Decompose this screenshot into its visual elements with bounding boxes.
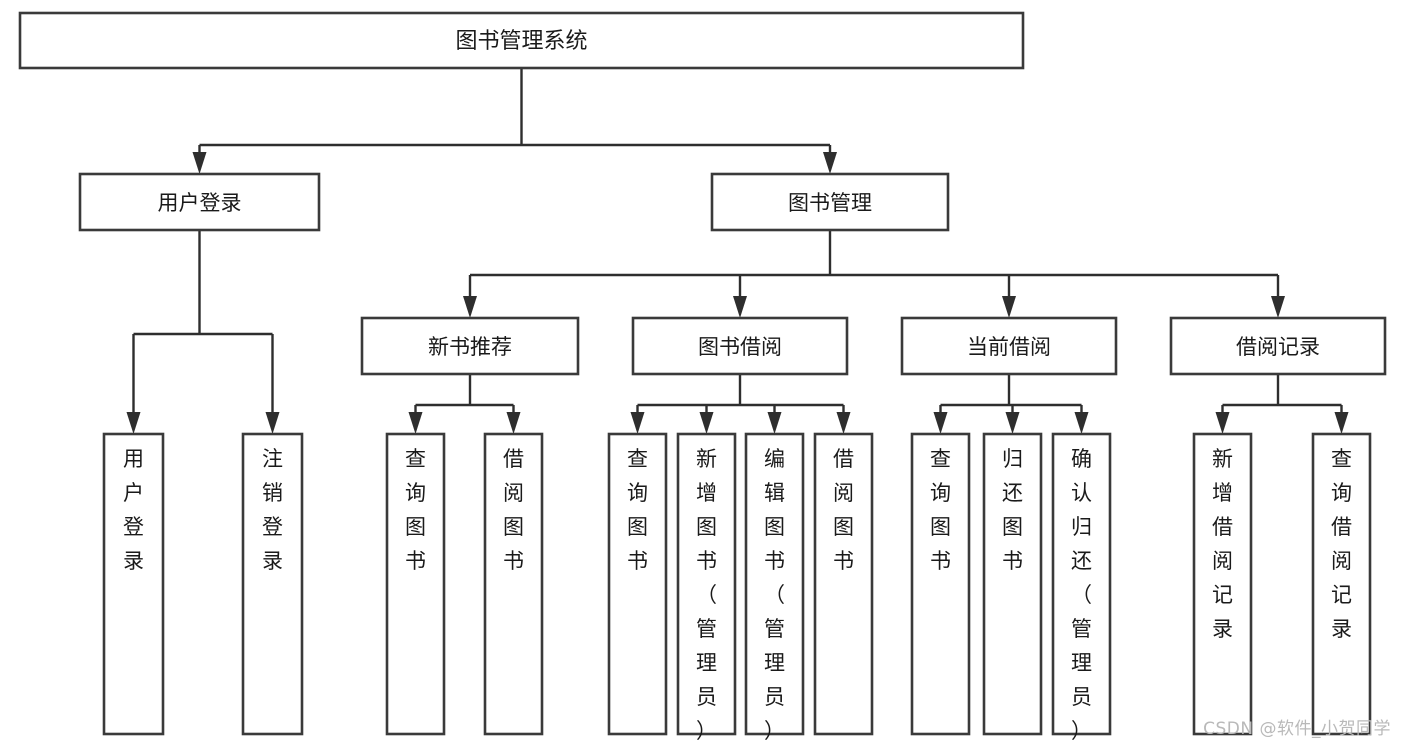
node-box-current-borrow[interactable] xyxy=(900,316,1118,376)
arrow-head-icon xyxy=(265,412,280,434)
arrow-head-icon xyxy=(836,412,851,434)
arrow-head-icon xyxy=(126,412,141,434)
arrow-head-icon xyxy=(823,152,837,174)
node-box-leaf-bb-borrow[interactable] xyxy=(813,432,874,736)
node-label-leaf-br-add: 新增借阅记录 xyxy=(1212,447,1233,641)
node-box-leaf-user-login[interactable] xyxy=(102,432,165,736)
node-box-leaf-bb-edit[interactable] xyxy=(744,432,805,736)
arrow-head-icon xyxy=(408,412,423,434)
arrow-head-icon xyxy=(630,412,645,434)
node-label-leaf-cb-query: 查询图书 xyxy=(930,447,951,573)
node-leaf-bb-borrow[interactable]: 借阅图书 xyxy=(813,432,874,736)
connector-group-root xyxy=(192,68,837,174)
node-box-leaf-cb-confirm[interactable] xyxy=(1051,432,1112,736)
node-leaf-user-logout[interactable]: 注销登录 xyxy=(241,432,304,736)
connector-group-borrow-record xyxy=(1215,374,1349,434)
node-leaf-cb-return[interactable]: 归还图书 xyxy=(982,432,1043,736)
node-box-leaf-rec-query[interactable] xyxy=(385,432,446,736)
node-root[interactable]: 图书管理系统 xyxy=(18,11,1025,70)
node-leaf-rec-query[interactable]: 查询图书 xyxy=(385,432,446,736)
node-box-root[interactable] xyxy=(18,11,1025,70)
watermark-label: CSDN @软件_小贺同学 xyxy=(1203,719,1391,739)
node-box-book-manage[interactable] xyxy=(710,172,950,232)
node-box-book-borrow[interactable] xyxy=(631,316,849,376)
node-label-user-login: 用户登录 xyxy=(158,191,242,215)
arrow-head-icon xyxy=(1334,412,1349,434)
node-leaf-user-login[interactable]: 用户登录 xyxy=(102,432,165,736)
node-leaf-bb-edit[interactable]: 编辑图书（管理员） xyxy=(744,432,805,743)
node-leaf-rec-borrow[interactable]: 借阅图书 xyxy=(483,432,544,736)
connector-group-book-manage xyxy=(463,230,1285,318)
arrow-head-icon xyxy=(463,296,477,318)
arrow-head-icon xyxy=(1074,412,1089,434)
node-label-leaf-bb-borrow: 借阅图书 xyxy=(833,447,854,573)
node-leaf-cb-query[interactable]: 查询图书 xyxy=(910,432,971,736)
node-label-book-manage: 图书管理 xyxy=(788,191,872,215)
node-new-book-rec[interactable]: 新书推荐 xyxy=(360,316,580,376)
node-user-login[interactable]: 用户登录 xyxy=(78,172,321,232)
node-leaf-br-query[interactable]: 查询借阅记录 xyxy=(1311,432,1372,736)
node-leaf-bb-query[interactable]: 查询图书 xyxy=(607,432,668,736)
node-book-manage[interactable]: 图书管理 xyxy=(710,172,950,232)
arrow-head-icon xyxy=(1002,296,1016,318)
node-leaf-cb-confirm[interactable]: 确认归还（管理员） xyxy=(1051,432,1112,743)
arrow-head-icon xyxy=(1271,296,1285,318)
connector-group-new-book-rec xyxy=(408,374,521,434)
connector-layer xyxy=(126,68,1349,434)
node-label-leaf-cb-return: 归还图书 xyxy=(1002,447,1023,573)
node-label-leaf-bb-add: 新增图书（管理员） xyxy=(696,447,717,743)
node-box-borrow-record[interactable] xyxy=(1169,316,1387,376)
node-layer: 图书管理系统用户登录图书管理新书推荐图书借阅当前借阅借阅记录用户登录注销登录查询… xyxy=(18,11,1387,743)
node-box-leaf-cb-query[interactable] xyxy=(910,432,971,736)
node-box-leaf-br-query[interactable] xyxy=(1311,432,1372,736)
node-box-leaf-rec-borrow[interactable] xyxy=(483,432,544,736)
arrow-head-icon xyxy=(192,152,207,174)
node-leaf-br-add[interactable]: 新增借阅记录 xyxy=(1192,432,1253,736)
node-box-leaf-cb-return[interactable] xyxy=(982,432,1043,736)
node-label-leaf-bb-edit: 编辑图书（管理员） xyxy=(764,447,785,743)
node-label-leaf-user-logout: 注销登录 xyxy=(262,447,283,573)
arrow-head-icon xyxy=(506,412,521,434)
node-box-leaf-bb-query[interactable] xyxy=(607,432,668,736)
node-label-leaf-br-query: 查询借阅记录 xyxy=(1331,447,1352,641)
node-book-borrow[interactable]: 图书借阅 xyxy=(631,316,849,376)
node-label-current-borrow: 当前借阅 xyxy=(967,335,1051,359)
connector-group-book-borrow xyxy=(630,374,851,434)
node-current-borrow[interactable]: 当前借阅 xyxy=(900,316,1118,376)
node-box-leaf-bb-add[interactable] xyxy=(676,432,737,736)
arrow-head-icon xyxy=(699,412,714,434)
node-label-borrow-record: 借阅记录 xyxy=(1236,335,1320,359)
node-box-leaf-user-logout[interactable] xyxy=(241,432,304,736)
arrow-head-icon xyxy=(1215,412,1230,434)
connector-group-current-borrow xyxy=(933,374,1089,434)
node-label-book-borrow: 图书借阅 xyxy=(698,335,782,359)
node-label-root: 图书管理系统 xyxy=(455,29,587,54)
node-label-leaf-cb-confirm: 确认归还（管理员） xyxy=(1071,447,1092,743)
node-box-new-book-rec[interactable] xyxy=(360,316,580,376)
node-label-leaf-user-login: 用户登录 xyxy=(123,447,144,573)
arrow-head-icon xyxy=(733,296,747,318)
arrow-head-icon xyxy=(933,412,948,434)
arrow-head-icon xyxy=(1005,412,1020,434)
node-leaf-bb-add[interactable]: 新增图书（管理员） xyxy=(676,432,737,743)
node-box-leaf-br-add[interactable] xyxy=(1192,432,1253,736)
node-borrow-record[interactable]: 借阅记录 xyxy=(1169,316,1387,376)
node-label-leaf-rec-query: 查询图书 xyxy=(405,447,426,573)
node-label-leaf-bb-query: 查询图书 xyxy=(627,447,648,573)
connector-group-user-login xyxy=(126,230,280,434)
node-box-user-login[interactable] xyxy=(78,172,321,232)
node-label-leaf-rec-borrow: 借阅图书 xyxy=(503,447,524,573)
node-label-new-book-rec: 新书推荐 xyxy=(428,335,512,359)
arrow-head-icon xyxy=(767,412,782,434)
